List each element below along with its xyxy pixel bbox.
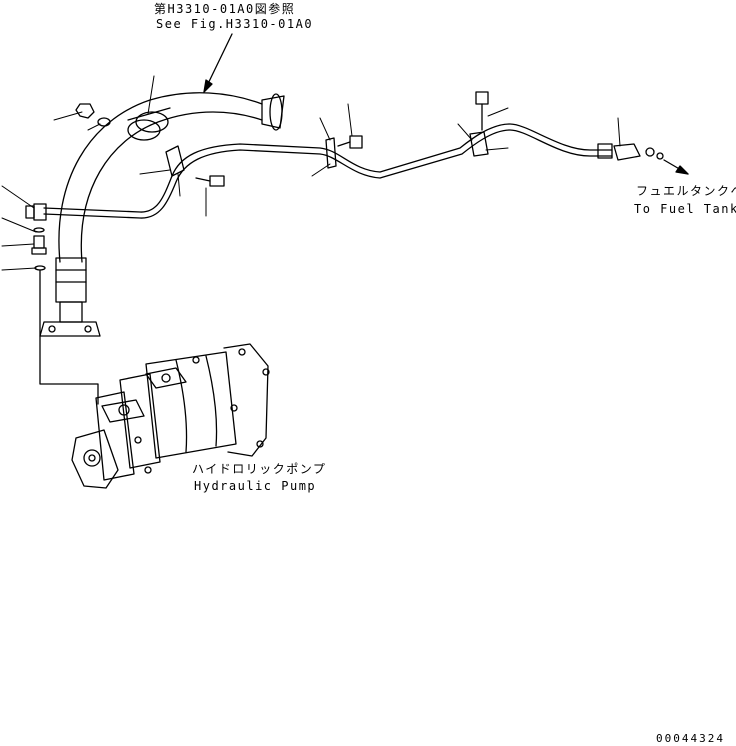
hydraulic-pump-label-en: Hydraulic Pump <box>194 479 317 493</box>
leader-lines <box>1 75 621 271</box>
suction-hose <box>39 92 263 337</box>
connector-fitting <box>31 235 47 255</box>
bolt-2 <box>337 135 363 149</box>
drawing-number: 00044324 <box>656 732 725 745</box>
reference-note-jp: 第H3310-01A0図参照 <box>154 2 296 16</box>
fuel-tank-arrowhead <box>675 165 689 175</box>
right-elbow-fitting <box>597 143 664 161</box>
reference-arrowhead <box>203 79 213 93</box>
fuel-tank-label-jp: フュエルタンクへ <box>636 184 736 198</box>
upper-flange <box>261 93 285 131</box>
hydraulic-pump <box>71 343 270 489</box>
o-ring-1 <box>33 227 45 233</box>
connection-line <box>39 269 99 405</box>
pipe-clip-1 <box>165 145 185 177</box>
pipe-clip-2 <box>325 137 337 169</box>
pipe-clip-3 <box>469 131 489 157</box>
return-pipe <box>43 123 613 219</box>
bolt-3 <box>475 91 489 131</box>
washer <box>97 117 111 127</box>
left-pipe-fitting <box>25 203 47 221</box>
hydraulic-pump-label-jp: ハイドロリックポンプ <box>192 462 327 476</box>
nut <box>75 103 95 119</box>
bolt-1 <box>195 175 225 187</box>
fuel-tank-label-en: To Fuel Tank <box>634 202 736 216</box>
hose-clamp <box>127 107 171 141</box>
reference-note-en: See Fig.H3310-01A0 <box>156 17 314 31</box>
